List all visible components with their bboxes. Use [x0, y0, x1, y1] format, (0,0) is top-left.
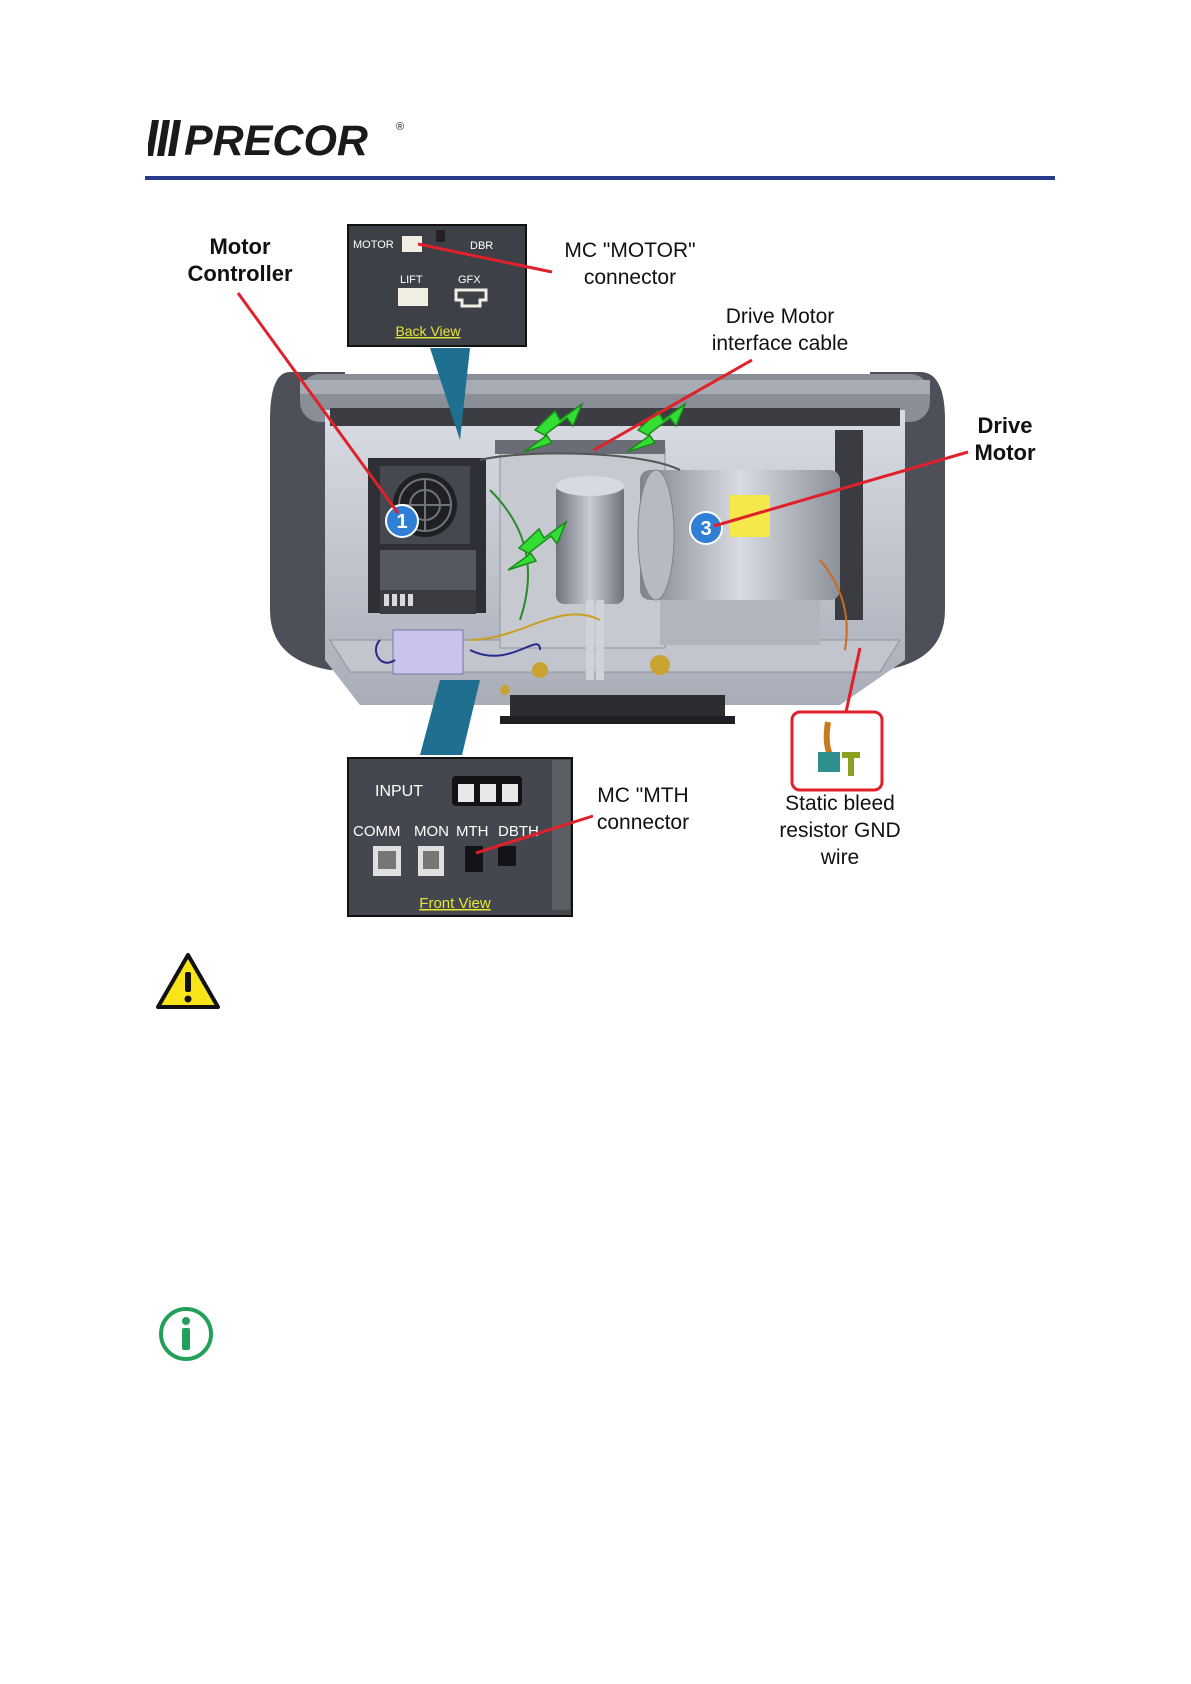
info-circle-icon: [158, 1306, 214, 1362]
svg-text:LIFT: LIFT: [400, 274, 423, 286]
callout-1: 1: [386, 505, 418, 537]
label-mc-mth-connector: MC "MTH connector: [578, 782, 708, 836]
label-drive-motor-cable: Drive Motor interface cable: [690, 303, 870, 357]
svg-text:3: 3: [700, 518, 711, 540]
svg-text:1: 1: [396, 511, 407, 533]
svg-text:INPUT: INPUT: [375, 783, 423, 800]
back-view-caption: Back View: [395, 323, 461, 339]
label-drive-motor: Drive Motor: [955, 412, 1055, 466]
back-view-inset: MOTOR DBR LIFT GFX Back View: [348, 225, 526, 346]
front-view-inset: INPUT COMM MON MTH DBTH Front View: [348, 758, 572, 916]
static-bleed-inset: [792, 712, 882, 790]
front-view-caption: Front View: [419, 895, 491, 912]
warning-triangle-icon: [156, 952, 220, 1010]
svg-text:MTH: MTH: [456, 823, 489, 840]
motor-controller-box: [368, 458, 486, 614]
callout-3: 3: [690, 512, 722, 544]
svg-text:GFX: GFX: [458, 274, 481, 286]
label-mc-motor-connector: MC "MOTOR" connector: [545, 237, 715, 291]
svg-text:MON: MON: [414, 823, 449, 840]
svg-text:MOTOR: MOTOR: [353, 239, 394, 251]
drive-motor: [638, 470, 840, 645]
svg-text:COMM: COMM: [353, 823, 401, 840]
svg-text:DBTH: DBTH: [498, 823, 539, 840]
label-motor-controller: Motor Controller: [170, 233, 310, 287]
label-static-bleed: Static bleed resistor GND wire: [760, 790, 920, 871]
svg-text:DBR: DBR: [470, 240, 493, 252]
